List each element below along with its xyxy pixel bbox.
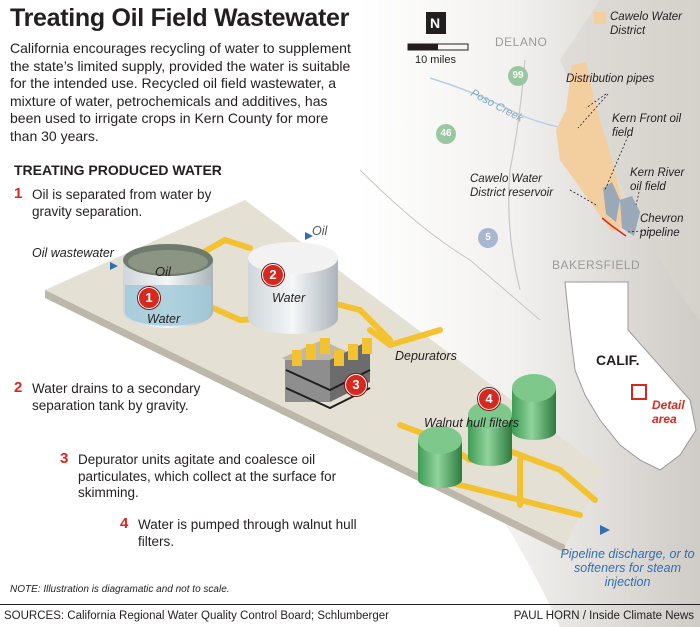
state-label: CALIF. [596,352,640,368]
step-number: 2 [14,379,23,396]
legend-label: Cawelo Water District [610,11,683,37]
north-arrow-icon [426,12,446,34]
water-tank1-label: Water [147,312,181,326]
intro-paragraph: California encourages recycling of water… [10,40,351,144]
city-delano: DELANO [495,35,548,49]
poso-creek-line [429,77,576,131]
kern-front-label: Kern Front oil field [612,113,682,139]
step-text: Water is pumped through walnut hull filt… [138,517,357,549]
step-number: 4 [120,515,129,532]
walnut-filter-tanks [418,374,556,488]
step-text: Depurator units agitate and coalesce oil… [78,452,337,500]
separation-tank-1 [123,244,213,328]
sources-text: SOURCES: California Regional Water Quali… [4,610,389,622]
water-tank2-label: Water [272,291,306,305]
step-badge-1: 1 [138,287,160,309]
discharge-label: Pipeline discharge, or to softeners for … [560,547,695,589]
depurator-unit [282,338,372,410]
highway-99-icon: 99 [508,66,528,86]
detail-area-box [631,384,647,400]
footer-divider [0,604,700,605]
north-label: N [430,15,441,31]
legend-swatch [594,12,606,24]
depurators-label: Depurators [395,349,457,363]
credit-text: PAUL HORN / Inside Climate News [513,610,694,622]
step-4: 4 Water is pumped through walnut hull fi… [120,515,380,550]
oil-output-label: Oil [312,224,328,238]
highway-46-icon: 46 [436,124,456,144]
oil-layer-label: Oil [155,264,171,279]
chevron-pipeline-label: Chevron pipeline [640,213,684,239]
step-badge-2: 2 [262,264,284,286]
highway-5-icon: 5 [478,228,498,248]
step-text: Oil is separated from water by gravity s… [32,187,212,219]
kern-river-oilfield [620,196,640,236]
detail-area-label: Detail area [652,398,685,426]
step-badge-4: 4 [478,388,500,410]
step-text: Water drains to a secondary separation t… [32,381,201,413]
step-3: 3 Depurator units agitate and coalesce o… [60,450,350,502]
step-badge-3: 3 [345,374,367,396]
kern-river-label: Kern River oil field [630,167,685,193]
step-number: 3 [60,450,69,467]
step-2: 2 Water drains to a secondary separation… [14,379,214,414]
kern-front-oilfield [603,182,620,222]
city-bakersfield: BAKERSFIELD [552,258,641,272]
step-number: 1 [14,185,23,202]
california-outline [564,281,697,471]
walnut-filters-label: Walnut hull filters [424,416,519,430]
oil-wastewater-label: Oil wastewater [32,246,114,260]
separation-tank-2 [248,242,338,334]
scale-label: 10 miles [415,54,456,66]
section-heading: TREATING PRODUCED WATER [14,162,222,178]
note-text: NOTE: Illustration is diagramatic and no… [10,584,230,595]
step-1: 1 Oil is separated from water by gravity… [14,185,254,220]
page-title: Treating Oil Field Wastewater [10,4,350,32]
distribution-pipes-label: Distribution pipes [566,73,655,85]
reservoir-label: Cawelo Water District reservoir [470,173,554,199]
